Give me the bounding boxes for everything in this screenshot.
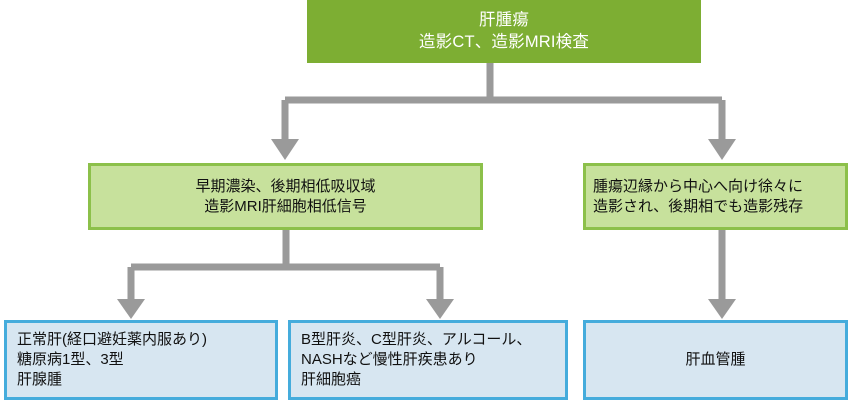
node-hepatic-hemangioma[interactable]: 肝血管腫: [583, 320, 848, 400]
node-line: 糖原病1型、3型: [17, 351, 124, 369]
node-line: 造影され、後期相でも造影残存: [593, 197, 804, 215]
node-line: 造影MRI肝細胞相低信号: [204, 197, 367, 215]
node-line: 肝血管腫: [685, 351, 746, 369]
node-line: 肝腫瘍: [478, 10, 530, 29]
node-line: 早期濃染、後期相低吸収域: [195, 177, 376, 195]
node-line: 正常肝(経口避妊薬内服あり): [17, 331, 207, 349]
arrowhead-leaf-2: [426, 299, 454, 319]
node-chronic-liver-disease-diagnoses[interactable]: B型肝炎、C型肝炎、アルコール、 NASHなど慢性肝疾患あり 肝細胞癌: [288, 320, 568, 400]
arrowhead-leaf-1: [117, 299, 145, 319]
node-peripheral-centripetal-findings[interactable]: 腫瘍辺縁から中心へ向け徐々に 造影され、後期相でも造影残存: [583, 163, 848, 230]
arrowhead-mid-right: [708, 139, 736, 160]
node-line: 肝腺腫: [17, 370, 63, 388]
node-line: B型肝炎、C型肝炎、アルコール、: [301, 331, 532, 349]
arrowhead-mid-left: [271, 139, 299, 160]
node-liver-tumor-imaging[interactable]: 肝腫瘍 造影CT、造影MRI検査: [307, 0, 701, 63]
node-line: 腫瘍辺縁から中心へ向け徐々に: [593, 177, 804, 195]
node-line: 肝細胞癌: [301, 370, 362, 388]
node-early-enhancement-findings[interactable]: 早期濃染、後期相低吸収域 造影MRI肝細胞相低信号: [88, 163, 483, 230]
node-line: 造影CT、造影MRI検査: [418, 32, 590, 51]
arrowhead-leaf-3: [708, 299, 736, 319]
node-normal-liver-diagnoses[interactable]: 正常肝(経口避妊薬内服あり) 糖原病1型、3型 肝腺腫: [4, 320, 278, 400]
node-line: NASHなど慢性肝疾患あり: [301, 351, 478, 369]
